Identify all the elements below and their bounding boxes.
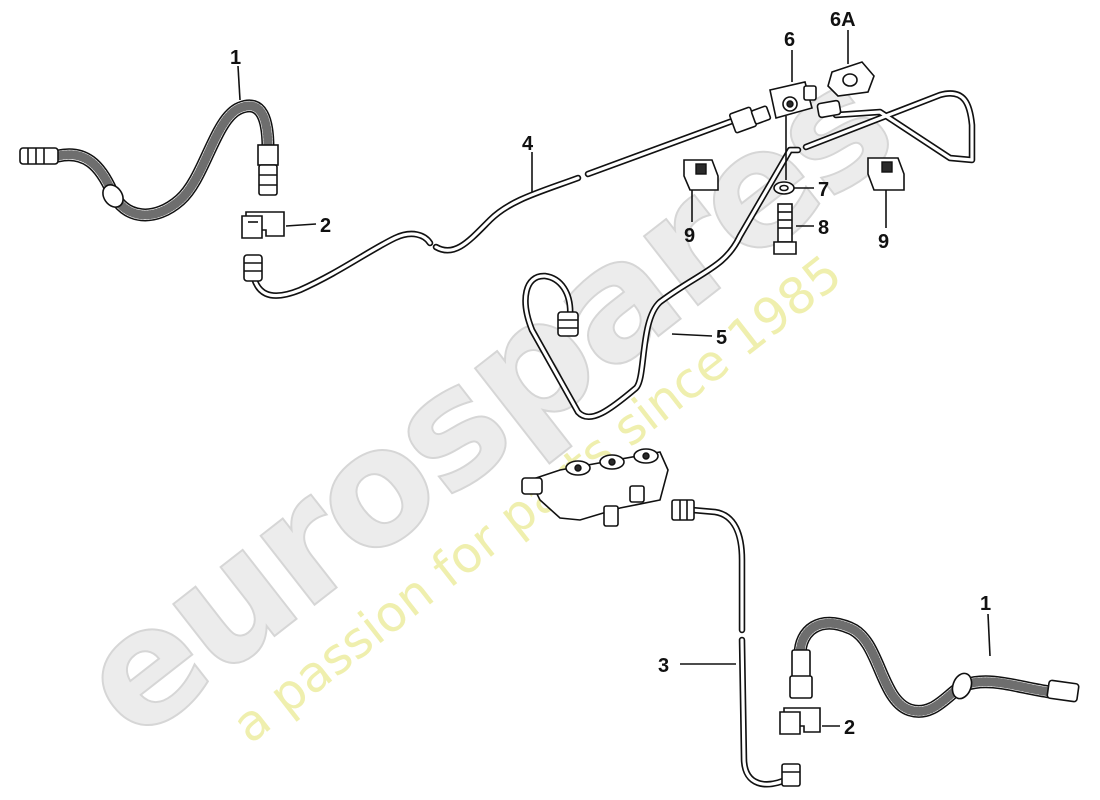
callout-1-bottom-right: 1: [980, 593, 991, 615]
callout-8: 8: [818, 217, 829, 239]
bracket-9-right: [867, 157, 905, 191]
brake-hose-bottom-right: [789, 616, 1080, 718]
callout-2-top-left: 2: [320, 215, 331, 237]
callout-5: 5: [716, 327, 727, 349]
union-6a: [816, 61, 875, 119]
callout-6a: 6A: [830, 9, 856, 31]
brake-pipe-5: [522, 90, 976, 420]
master-cylinder: [521, 448, 669, 527]
callout-7: 7: [818, 179, 829, 201]
clip-bottom-right: [779, 707, 821, 735]
callout-9-left: 9: [684, 225, 695, 247]
brake-hose-top-left: [19, 99, 279, 222]
brake-pipe-3: [671, 499, 801, 788]
washer-7: [773, 181, 795, 195]
callout-6: 6: [784, 29, 795, 51]
bracket-9-left: [683, 159, 719, 191]
t-piece-6: [769, 81, 817, 119]
callout-1-top-left: 1: [230, 47, 241, 69]
callout-2-bottom-right: 2: [844, 717, 855, 739]
clip-top-left: [241, 211, 285, 239]
bolt-8: [773, 203, 797, 255]
callout-3: 3: [658, 655, 669, 677]
callout-leaders: [237, 30, 991, 727]
brake-pipe-4: [243, 105, 772, 299]
callout-4: 4: [522, 133, 534, 155]
callout-9-right: 9: [878, 231, 889, 253]
